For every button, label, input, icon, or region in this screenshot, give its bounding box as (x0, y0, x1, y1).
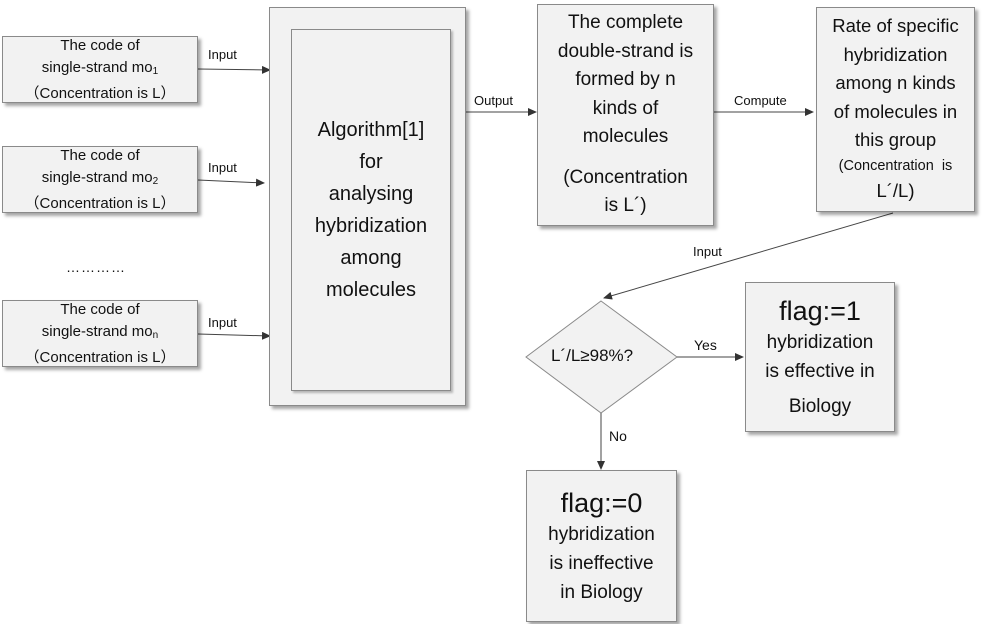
algorithm-line-1: Algorithm[1] (317, 119, 425, 141)
rate-ratio: L´/L) (876, 179, 915, 201)
input-1-line1: The code of (60, 36, 140, 54)
input-1-edge-label: Input (208, 47, 237, 62)
input-n-line2: single-strand mon (41, 322, 159, 341)
double-strand-line-3: formed by n (575, 69, 676, 90)
yes-edge-label: Yes (694, 337, 717, 353)
rate-line-4: of molecules in (833, 100, 958, 122)
edge-input-n (197, 331, 271, 340)
input-box-2: The code of single-strand mo2 （Concentra… (2, 146, 198, 213)
algorithm-line-4: hybridization (314, 215, 428, 237)
flag-effective-box: flag:=1 hybridization is effective in Bi… (745, 282, 895, 432)
double-strand-box: The complete double-strand is formed by … (537, 4, 714, 226)
input-2-line2: single-strand mo2 (41, 168, 159, 187)
double-strand-line-1: The complete (567, 12, 684, 33)
algorithm-line-5: among (340, 247, 402, 269)
input-1-line2: single-strand mo1 (41, 58, 159, 77)
no-edge-label: No (609, 428, 627, 444)
output-edge-label: Output (474, 93, 514, 108)
double-strand-conc-line-2: is L´) (604, 195, 647, 216)
input-box-n: The code of single-strand mon （Concentra… (2, 300, 198, 367)
double-strand-conc-line-1: (Concentration (563, 166, 688, 188)
rate-line-1: Rate of specific (832, 15, 959, 36)
flag-ineffective-box: flag:=0 hybridization is ineffective in … (526, 470, 677, 622)
flag-ineffective-line-3: in Biology (560, 581, 643, 603)
input-n-edge-label: Input (208, 315, 237, 330)
input-2-edge-label: Input (208, 160, 237, 175)
flag-effective-line-2: is effective in (765, 360, 875, 382)
double-strand-line-4: kinds of (592, 97, 659, 119)
flag-effective-title: flag:=1 (779, 295, 861, 326)
rate-line-5: this group (854, 129, 937, 150)
input-n-line3: （Concentration is L） (24, 348, 176, 366)
feedback-edge-label: Input (693, 244, 722, 259)
compute-edge-label: Compute (734, 93, 787, 108)
double-strand-line-5: molecules (582, 126, 669, 147)
input-1-line3: （Concentration is L） (24, 84, 176, 102)
rate-line-2: hybridization (843, 43, 948, 65)
flag-ineffective-line-1: hybridization (548, 523, 655, 545)
ellipsis: ………… (66, 259, 126, 275)
input-box-1: The code of single-strand mo1 （Concentra… (2, 36, 198, 103)
edge-feedback (603, 212, 894, 300)
edge-input-1 (197, 65, 271, 74)
algorithm-line-2: for (359, 151, 383, 173)
algorithm-line-6: molecules (325, 279, 417, 301)
algorithm-line-3: analysing (328, 183, 414, 205)
algorithm-box: Algorithm[1] for analysing hybridization… (291, 29, 451, 391)
flag-ineffective-line-2: is ineffective (549, 552, 654, 574)
rate-line-3: among n kinds (835, 72, 956, 93)
flag-effective-line-1: hybridization (766, 331, 874, 353)
flag-effective-line-3: Biology (788, 395, 852, 417)
input-n-line1: The code of (60, 300, 140, 318)
rate-concentration: (Concentration is (838, 157, 953, 174)
edge-input-2 (197, 178, 265, 187)
decision-text: L´/L≥98%? (551, 346, 634, 365)
input-2-line1: The code of (60, 146, 140, 164)
double-strand-line-2: double-strand is (557, 40, 694, 62)
rate-box: Rate of specific hybridization among n k… (816, 7, 975, 212)
flag-ineffective-title: flag:=0 (560, 487, 643, 518)
input-2-line3: （Concentration is L） (24, 194, 176, 212)
